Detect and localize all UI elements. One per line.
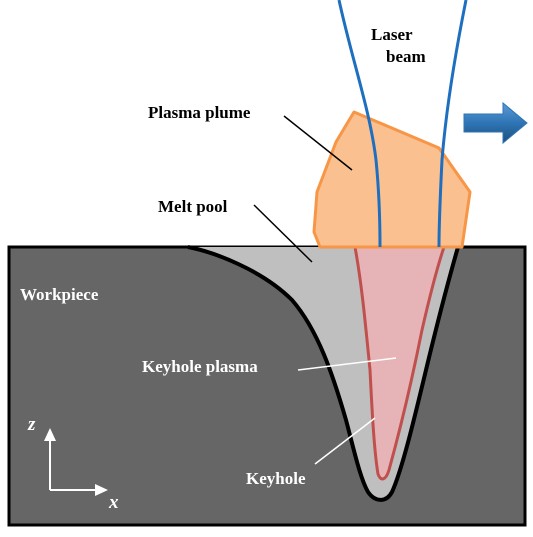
travel-direction-arrow bbox=[463, 101, 528, 145]
keyhole-label: Keyhole bbox=[246, 469, 306, 488]
laser-beam-label-line2: beam bbox=[386, 47, 426, 66]
melt-pool-boundary bbox=[187, 245, 460, 502]
laser-beam-label-line1: Laser bbox=[371, 25, 413, 44]
keyhole-plasma-label: Keyhole plasma bbox=[142, 357, 258, 376]
keyhole-plasma-leader bbox=[297, 357, 397, 371]
laser-beam-right bbox=[437, 0, 468, 248]
plasma-plume bbox=[312, 110, 472, 249]
plasma-plume-label: Plasma plume bbox=[148, 103, 251, 122]
z-axis-label: z bbox=[27, 414, 36, 435]
keyhole-leader bbox=[314, 417, 376, 465]
keyhole-wall bbox=[353, 246, 446, 481]
melt-pool-label: Melt pool bbox=[158, 197, 228, 216]
keyhole bbox=[355, 247, 444, 479]
x-axis-arrowhead bbox=[95, 484, 108, 496]
x-axis-label: x bbox=[108, 492, 119, 513]
workpiece-label: Workpiece bbox=[20, 285, 99, 304]
z-axis-arrowhead bbox=[44, 428, 56, 441]
laser-beam-left bbox=[337, 0, 382, 248]
plasma-plume-leader bbox=[283, 115, 353, 171]
melt-pool-leader bbox=[253, 204, 313, 263]
coordinate-axes: z x bbox=[27, 414, 119, 513]
